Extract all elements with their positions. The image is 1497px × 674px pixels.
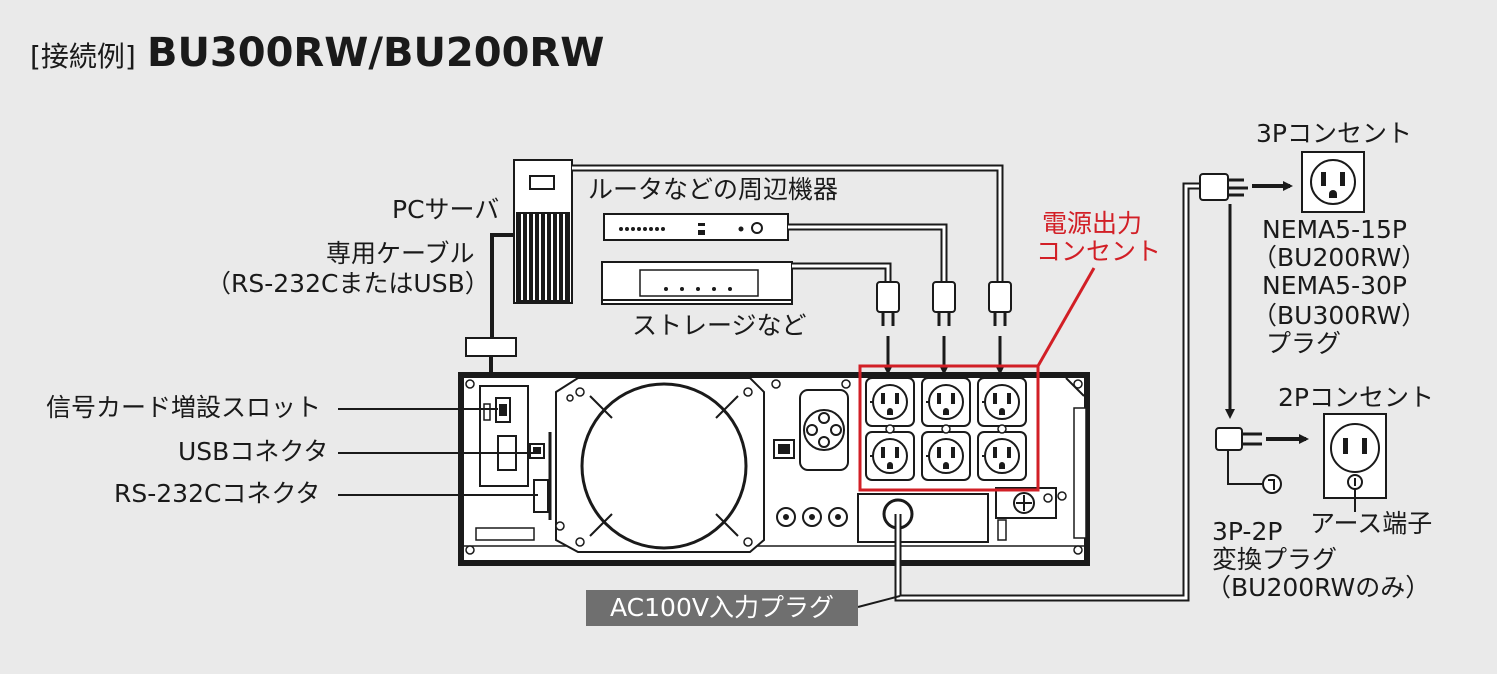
label-bu300rw: （BU300RW）	[1252, 301, 1427, 330]
label-bu200rw: （BU200RW）	[1252, 243, 1427, 272]
pc-server	[513, 159, 573, 304]
label-pc-server: PCサーバ	[392, 195, 500, 224]
leader-lines	[338, 408, 901, 608]
label-usb-connector: USBコネクタ	[178, 437, 329, 466]
label-rs232c-connector: RS-232Cコネクタ	[114, 479, 321, 508]
label-dedicated-cable: 専用ケーブル	[326, 239, 475, 268]
title-main: BU300RW/BU200RW	[146, 30, 605, 76]
dedicated-cable	[465, 233, 517, 372]
label-output-outlet-2: コンセント	[1036, 237, 1162, 266]
label-ac-input-plug: AC100V入力プラグ	[586, 590, 858, 626]
device-cables	[572, 164, 1004, 284]
label-output-outlet-1: 電源出力	[1042, 209, 1143, 238]
outlet-2p-graphic	[1323, 413, 1387, 512]
plug-3p	[1199, 173, 1293, 419]
ups-rear-panel	[458, 372, 1090, 566]
label-storage: ストレージなど	[632, 311, 807, 340]
label-outlet-3p: 3Pコンセント	[1256, 119, 1412, 148]
title-prefix: [接続例]	[30, 40, 136, 73]
outlet-3p-graphic	[1301, 151, 1365, 213]
label-plug: プラグ	[1266, 329, 1342, 358]
adapter-plug	[1215, 427, 1309, 494]
label-outlet-2p: 2Pコンセント	[1278, 383, 1434, 412]
label-router-peripherals: ルータなどの周辺機器	[588, 175, 839, 204]
page-title: [接続例] BU300RW/BU200RW	[30, 30, 604, 76]
label-adapter-1: 3P-2P	[1212, 517, 1283, 546]
output-plugs	[875, 280, 1013, 328]
ac-input-cable	[894, 182, 1200, 602]
label-nema-30p: NEMA5-30P	[1262, 271, 1407, 300]
label-adapter-2: 変換プラグ	[1212, 545, 1338, 574]
label-cable-type: （RS-232CまたはUSB）	[206, 269, 490, 298]
label-signal-card-slot: 信号カード増設スロット	[46, 393, 322, 422]
label-nema-15p: NEMA5-15P	[1262, 215, 1407, 244]
label-earth-terminal: アース端子	[1310, 509, 1433, 538]
storage-device	[601, 261, 793, 305]
label-adapter-3: （BU200RWのみ）	[1206, 573, 1431, 602]
output-outlet-highlight	[858, 267, 1096, 492]
router-device	[603, 213, 789, 241]
